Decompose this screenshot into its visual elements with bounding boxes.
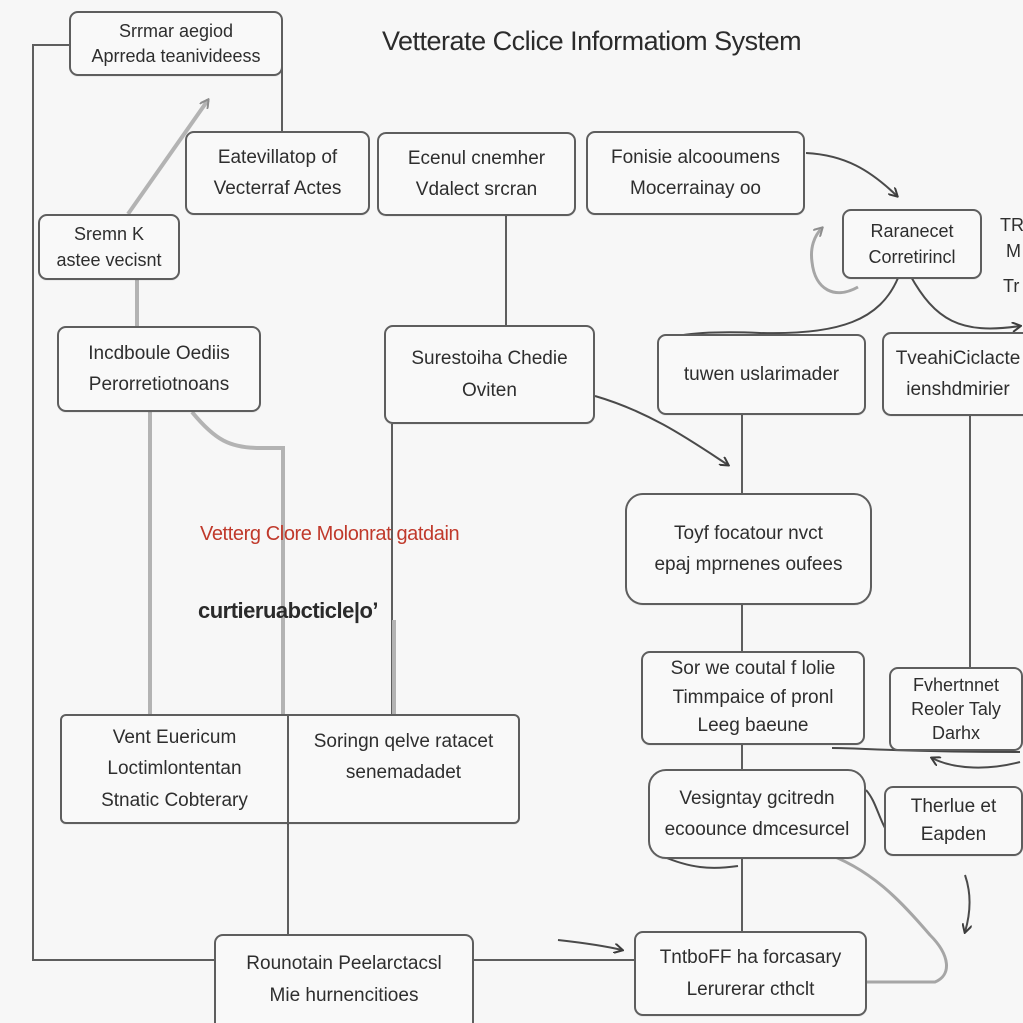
edge-therlue-down (965, 874, 970, 932)
node-toyf-line-2: epaj mprnenes oufees (654, 554, 843, 575)
node-surestoiha-line-2: Oviten (462, 379, 517, 401)
node-apreda-line-2: Aprreda teanivideess (91, 45, 261, 66)
node-therlue-line-2: Eapden (920, 824, 987, 845)
node-surestoiha-line-1: Surestoiha Chedie (411, 348, 568, 370)
edge-fonisie-raranecet (805, 152, 897, 196)
node-raranecet-line-2: Corretirincl (868, 247, 956, 267)
node-tveahi-line-2: ienshdmirier (906, 379, 1010, 400)
edge-fvhertnnet-back (932, 758, 1021, 769)
node-incdboule-line-1: Incdboule Oediis (88, 342, 230, 364)
node-soringn-line-1: Soringn qelve ratacet (313, 731, 494, 752)
node-toyf[interactable]: Toyf focatour nvct epaj mprnenes oufees (625, 493, 872, 605)
node-surestoiha[interactable]: Surestoiha Chedie Oviten (384, 325, 595, 424)
edge-sremn-to-apreda (126, 100, 208, 216)
node-tntboff-line-2: Lerurerar cthclt (686, 978, 815, 1000)
edge-sorwe-fvhertnnet (831, 747, 1021, 753)
node-sremn[interactable]: Sremn K astee vecisnt (38, 214, 180, 280)
edge-incdboule-bend (190, 410, 285, 714)
node-raranecet-line-1: Raranecet (870, 220, 954, 241)
node-sorwe[interactable]: Sor we coutal f lolie Timmpaice of pronl… (641, 651, 865, 745)
node-tntboff[interactable]: TntboFF ha forcasary Lerurerar cthclt (634, 931, 867, 1016)
edge-raranecet-loop (810, 228, 859, 295)
edge-outer-loop (32, 44, 215, 961)
node-fvhertnnet[interactable]: Fvhertnnet Reoler Taly Darhx (889, 667, 1023, 751)
edge-raranecet-tveahi (909, 274, 1020, 328)
node-therlue-line-1: Therlue et (910, 796, 997, 818)
node-vecterraf[interactable]: Eatevillatop of Vecterraf Actes (185, 131, 370, 215)
edge-into-tntboff (557, 939, 622, 950)
node-tntboff-line-1: TntboFF ha forcasary (659, 947, 842, 969)
node-vesigntay-line-2: ecoounce dmcesurcel (664, 819, 850, 840)
diagram-title: Vetterate Cclice Informatiom System (382, 26, 802, 56)
node-ecenul-line-1: Ecenul cnemher (407, 147, 546, 169)
node-ecenul[interactable]: Ecenul cnemher Vdalect srcran (377, 132, 576, 216)
node-vecterraf-line-2: Vecterraf Actes (213, 178, 342, 199)
node-vent[interactable]: Vent Euericum Loctimlontentan Stnatic Co… (60, 714, 289, 824)
edge-vesigntay-therlue (865, 789, 886, 829)
node-incdboule-line-2: Perorretiotnoans (88, 374, 230, 395)
edge-label-2: M (1006, 241, 1021, 261)
node-sorwe-line-3: Leeg baeune (697, 715, 809, 737)
node-sremn-line-2: astee vecisnt (56, 250, 162, 270)
node-rounotain-line-1: Rounotain Peelarctacsl (246, 953, 442, 975)
node-rounotain[interactable]: Rounotain Peelarctacsl Mie hurnencitioes (214, 934, 474, 1023)
edge-label-1: TR (1000, 215, 1023, 235)
node-incdboule[interactable]: Incdboule Oediis Perorretiotnoans (57, 326, 261, 412)
node-vesigntay[interactable]: Vesigntay gcitredn ecoounce dmcesurcel (648, 769, 866, 859)
node-vent-line-2: Loctimlontentan (107, 758, 242, 780)
node-soringn-line-2: senemadadet (345, 762, 462, 784)
bold-annotation-label: curtieruabcticle|o’ (198, 598, 379, 623)
node-tuwen[interactable]: tuwen uslarimader (657, 334, 866, 415)
node-soringn[interactable]: Soringn qelve ratacet senemadadet (287, 714, 520, 824)
node-apreda-line-1: Srrmar aegiod (118, 21, 234, 42)
node-vent-line-3: Stnatic Cobterary (101, 789, 248, 811)
node-raranecet[interactable]: Raranecet Corretirincl (842, 209, 982, 279)
node-sorwe-line-2: Timmpaice of pronl (672, 686, 834, 708)
edge-vesigntay-right (821, 850, 948, 984)
node-fonisie[interactable]: Fonisie alcooumens Mocerrainay oo (586, 131, 805, 215)
node-fvhertnnet-line-3: Darhx (931, 723, 980, 744)
node-toyf-line-1: Toyf focatour nvct (674, 522, 823, 544)
node-fonisie-line-1: Fonisie alcooumens (611, 146, 780, 168)
node-tveahi-line-1: TveahiCiclacte (895, 347, 1021, 369)
node-vent-line-1: Vent Euericum (112, 726, 237, 748)
node-vecterraf-line-1: Eatevillatop of (217, 146, 338, 168)
node-fvhertnnet-line-1: Fvhertnnet (912, 674, 1000, 695)
node-tuwen-line-1: tuwen uslarimader (683, 363, 840, 385)
red-annotation-label: Vetterg Clore Molonrat gatdain (200, 523, 460, 545)
node-apreda[interactable]: Srrmar aegiod Aprreda teanivideess (69, 11, 283, 76)
node-fonisie-line-2: Mocerrainay oo (630, 178, 761, 199)
node-vesigntay-line-1: Vesigntay gcitredn (679, 787, 835, 809)
node-ecenul-line-2: Vdalect srcran (415, 179, 538, 200)
node-fvhertnnet-line-2: Reoler Taly (911, 698, 1001, 719)
node-therlue[interactable]: Therlue et Eapden (884, 786, 1023, 856)
node-sremn-line-1: Sremn K (73, 223, 145, 244)
edge-surestoiha-toyf (594, 395, 728, 465)
node-rounotain-line-2: Mie hurnencitioes (269, 984, 419, 1006)
edge-label-3: Tr (1003, 276, 1020, 296)
node-tveahi[interactable]: TveahiCiclacte ienshdmirier (882, 332, 1023, 416)
edge-vesigntay-curve (661, 855, 739, 869)
node-sorwe-line-1: Sor we coutal f lolie (670, 658, 836, 680)
